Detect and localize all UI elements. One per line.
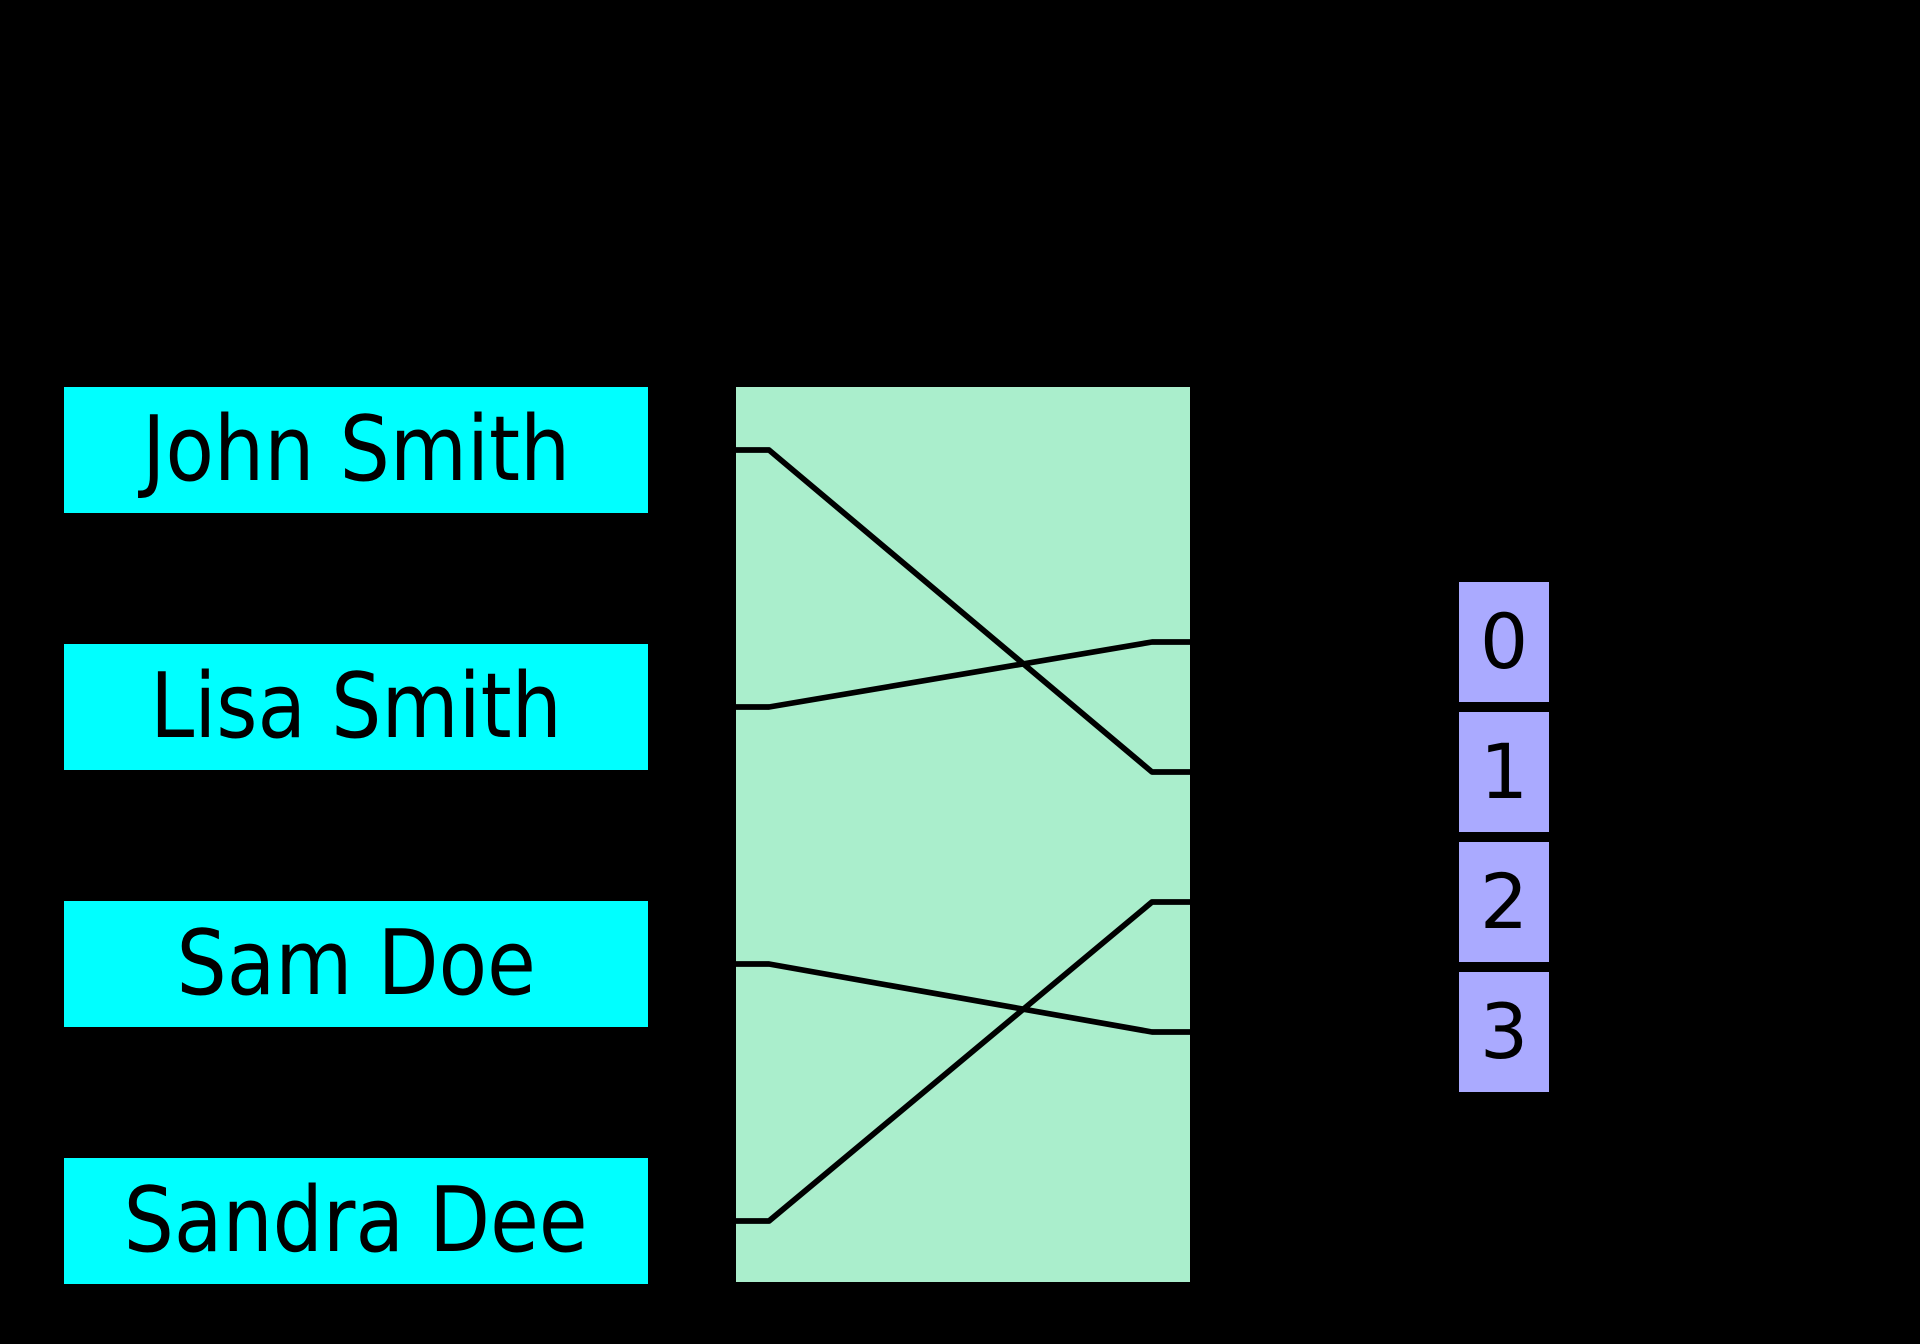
- bucket-cell-3: 3: [1459, 972, 1549, 1092]
- hash-function-box: [736, 387, 1190, 1282]
- key-box-sam-doe: Sam Doe: [64, 901, 648, 1027]
- key-label: Sam Doe: [176, 911, 536, 1016]
- bucket-label: 0: [1479, 597, 1529, 686]
- bucket-cell-1: 1: [1459, 712, 1549, 832]
- key-box-sandra-dee: Sandra Dee: [64, 1158, 648, 1284]
- bucket-cell-2: 2: [1459, 842, 1549, 962]
- key-box-john-smith: John Smith: [64, 387, 648, 513]
- key-label: John Smith: [141, 397, 571, 502]
- key-label: Sandra Dee: [123, 1168, 588, 1273]
- key-label: Lisa Smith: [150, 654, 562, 759]
- bucket-label: 1: [1479, 727, 1529, 816]
- bucket-label: 3: [1479, 987, 1529, 1076]
- bucket-label: 2: [1479, 857, 1529, 946]
- key-box-lisa-smith: Lisa Smith: [64, 644, 648, 770]
- bucket-cell-0: 0: [1459, 582, 1549, 702]
